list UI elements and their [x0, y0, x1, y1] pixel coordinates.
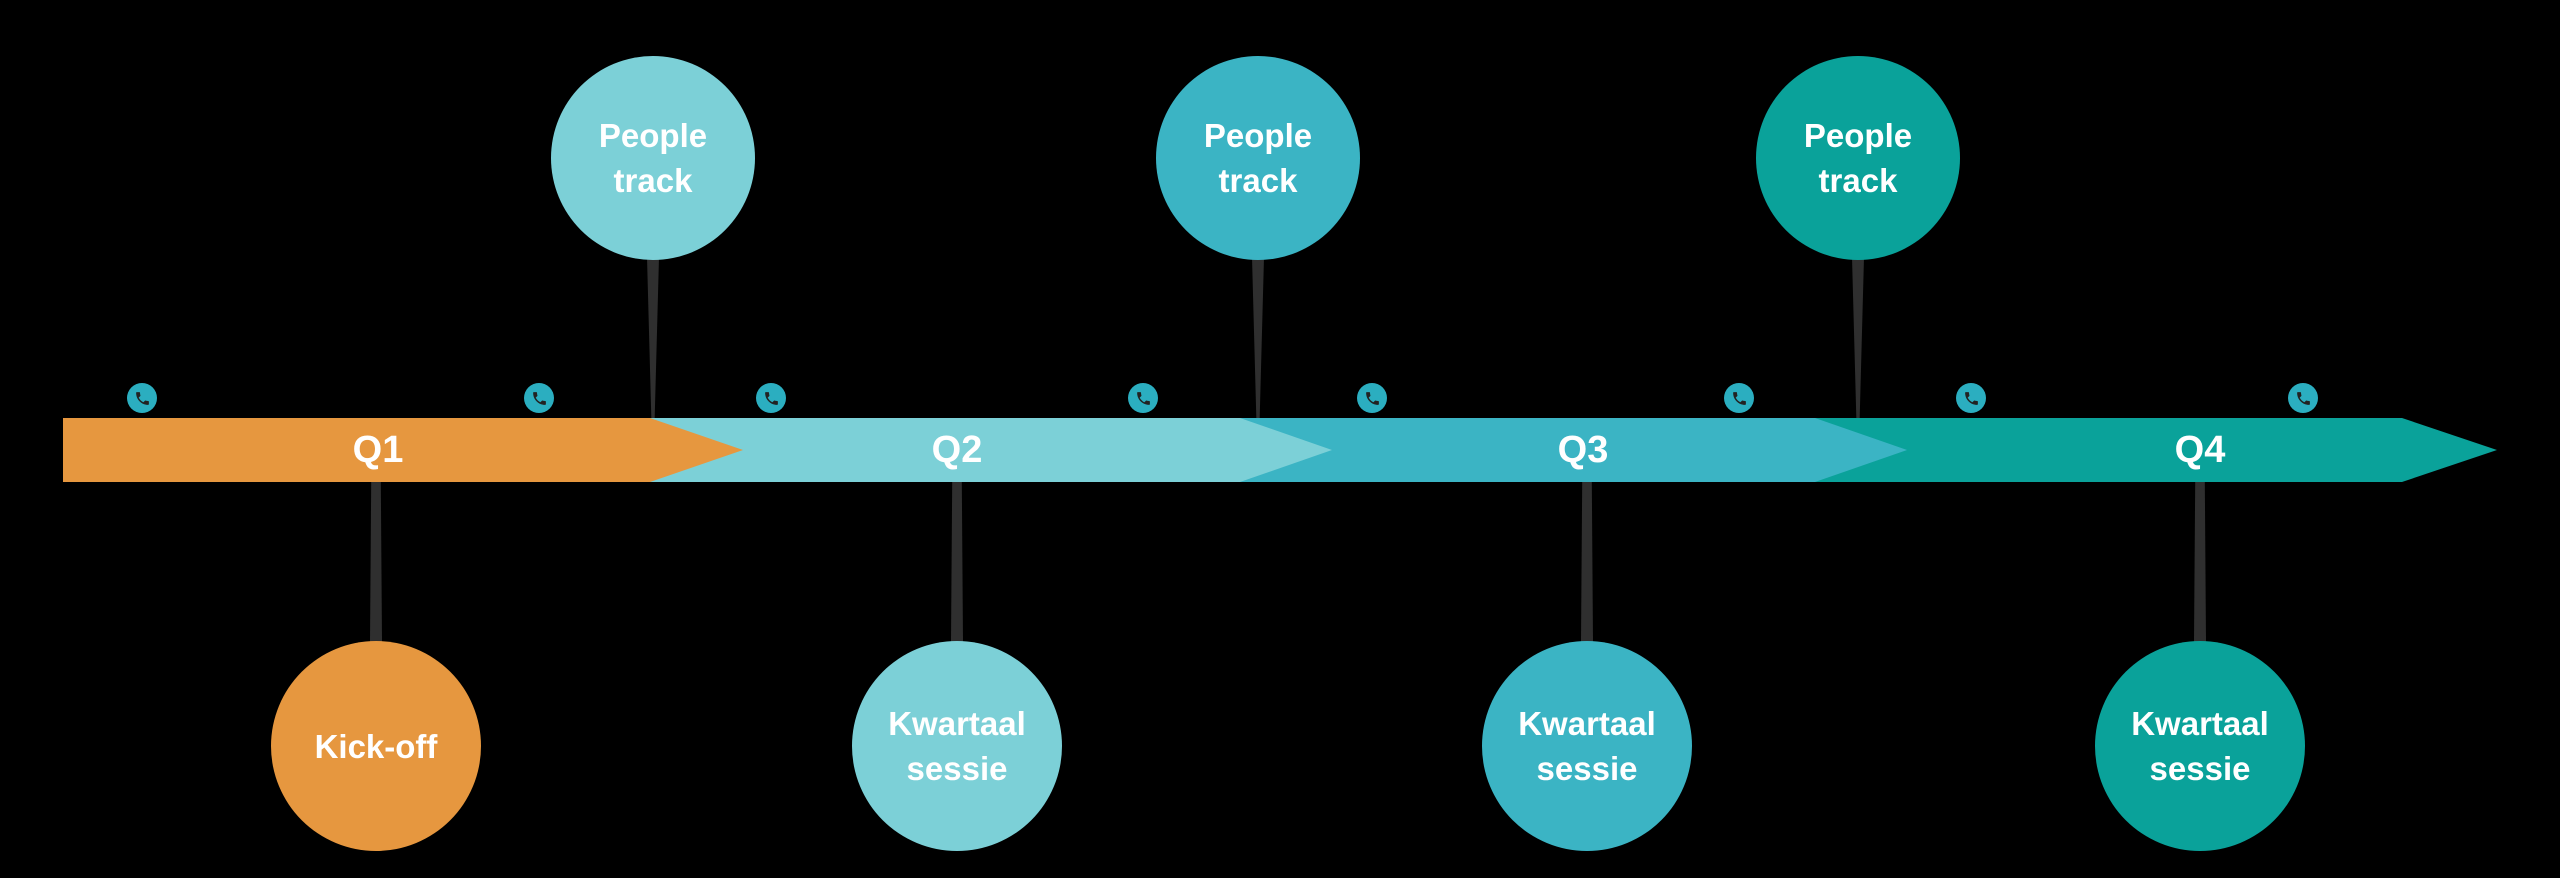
connector-line: [1852, 257, 1864, 418]
milestone-label: People: [598, 117, 708, 154]
quarter-label-q2: Q2: [931, 429, 983, 471]
phone-icon: [1956, 383, 1986, 413]
phone-icon: [127, 383, 157, 413]
connector-line: [1252, 257, 1264, 418]
milestone-label: Kick-off: [314, 727, 438, 765]
phone-icon: [524, 383, 554, 413]
milestone-circle-kwartaal-sessie-q3: Kwartaal sessie: [1482, 641, 1692, 851]
milestone-circle-kwartaal-sessie-q2: Kwartaal sessie: [852, 641, 1062, 851]
connector-line: [647, 257, 659, 418]
phone-icon: [2288, 383, 2318, 413]
milestone-label: sessie: [1536, 750, 1638, 787]
connector-line: [1581, 482, 1593, 642]
milestone-circle-kickoff: Kick-off: [271, 641, 481, 851]
milestone-label: sessie: [2149, 750, 2251, 787]
milestone-label: People: [1203, 117, 1313, 154]
milestone-label: Kwartaal: [888, 705, 1026, 742]
milestone-circle-people-track-q4: People track: [1756, 56, 1960, 260]
milestone-label: People: [1803, 117, 1913, 154]
quarter-segment-q2: [650, 418, 1240, 482]
milestone-label: track: [1218, 162, 1298, 199]
milestone-label: track: [1818, 162, 1898, 199]
phone-icon: [1357, 383, 1387, 413]
milestone-circle-people-track-q2: People track: [551, 56, 755, 260]
quarter-label-q1: Q1: [352, 429, 404, 471]
phone-icon: [1128, 383, 1158, 413]
connector-line: [951, 482, 963, 642]
milestone-label: Kwartaal: [2131, 705, 2269, 742]
connector-line: [370, 482, 382, 642]
quarter-arrowhead-q4: [2402, 418, 2497, 482]
connector-line: [2194, 482, 2206, 642]
quarter-label-q4: Q4: [2174, 429, 2226, 471]
quarter-label-q3: Q3: [1557, 429, 1609, 471]
phone-icon: [756, 383, 786, 413]
quarter-segment-q1: [63, 418, 650, 482]
phone-icon: [1724, 383, 1754, 413]
quarter-segment-q3: [1240, 418, 1815, 482]
quarter-segment-q4: [1815, 418, 2402, 482]
milestone-label: Kwartaal: [1518, 705, 1656, 742]
milestone-circle-kwartaal-sessie-q4: Kwartaal sessie: [2095, 641, 2305, 851]
milestone-circle-people-track-q3: People track: [1156, 56, 1360, 260]
milestone-label: sessie: [906, 750, 1008, 787]
milestone-label: track: [613, 162, 693, 199]
